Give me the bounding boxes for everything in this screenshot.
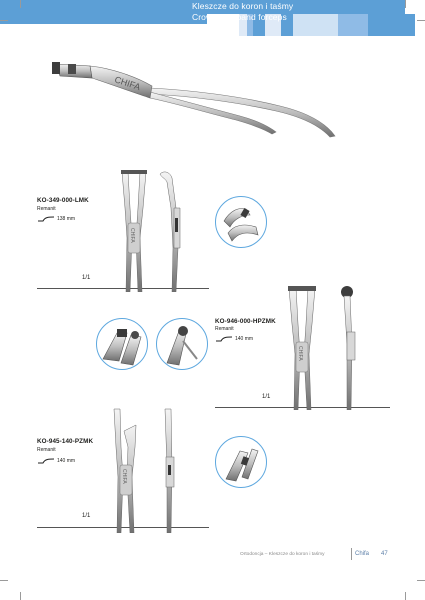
- scale-label: 1/1: [82, 513, 91, 519]
- forceps-front-view: CHIFA: [121, 170, 147, 292]
- detail-circle: [215, 436, 267, 488]
- length-icon: [38, 458, 55, 464]
- color-block: [253, 14, 265, 36]
- footer-brand: Chifa: [355, 551, 370, 557]
- forceps-side-view: [164, 408, 175, 533]
- section-divider: [215, 407, 390, 408]
- jaw-detail-image: [102, 329, 142, 366]
- product-material: Remanit: [37, 206, 56, 212]
- detail-circle: [96, 318, 148, 370]
- length-icon: [38, 216, 55, 222]
- engraving: CHIFA: [129, 228, 135, 243]
- color-block: [247, 14, 253, 36]
- detail-circle: [215, 196, 267, 248]
- engraving: CHIFA: [297, 346, 303, 361]
- jaw-detail-image: [166, 326, 198, 366]
- color-block: [265, 14, 281, 36]
- crop-mark: [405, 592, 406, 600]
- engraving: CHIFA: [121, 469, 127, 484]
- crop-mark: [417, 580, 425, 581]
- hero-forceps-image: CHIFA: [52, 62, 336, 138]
- jaw-detail-image: [223, 208, 259, 242]
- color-block: [281, 14, 293, 36]
- page-number: 47: [381, 551, 388, 557]
- product-material: Remanit: [37, 447, 56, 453]
- product-length: 140 mm: [57, 458, 76, 464]
- product-code: KO-945-140-PZMK: [37, 438, 94, 445]
- forceps-front-view: CHIFA: [288, 286, 316, 410]
- color-block: [239, 14, 247, 36]
- title-english: Crown and band forceps: [192, 12, 287, 22]
- crop-mark: [20, 592, 21, 600]
- color-block: [338, 14, 368, 36]
- crop-mark: [417, 20, 425, 21]
- color-block: [207, 14, 239, 36]
- forceps-front-view: CHIFA: [113, 408, 137, 533]
- detail-circle: [156, 318, 208, 370]
- color-block: [368, 14, 415, 36]
- color-block: [293, 14, 338, 36]
- forceps-side-view: [159, 171, 181, 292]
- jaw-detail-image: [225, 448, 259, 482]
- product-length: 140 mm: [235, 336, 254, 342]
- length-icon: [216, 336, 233, 342]
- scale-label: 1/1: [82, 275, 91, 281]
- title-polish: Kleszcze do koron i taśmy: [192, 1, 294, 11]
- section-divider: [37, 288, 209, 289]
- product-code: KO-946-000-HPZMK: [215, 318, 276, 325]
- crop-mark: [0, 20, 8, 21]
- scale-label: 1/1: [262, 394, 271, 400]
- forceps-side-view: [341, 286, 356, 410]
- crop-mark: [0, 580, 8, 581]
- product-code: KO-349-000-LMK: [37, 197, 89, 204]
- product-length: 138 mm: [57, 216, 76, 222]
- section-divider: [37, 527, 209, 528]
- crop-mark: [405, 0, 406, 8]
- footer-section-text: Ortodoncja – Kleszcze do koron i taśmy: [240, 552, 325, 557]
- crop-mark: [20, 0, 21, 8]
- footer-separator: [351, 548, 352, 560]
- product-material: Remanit: [215, 326, 234, 332]
